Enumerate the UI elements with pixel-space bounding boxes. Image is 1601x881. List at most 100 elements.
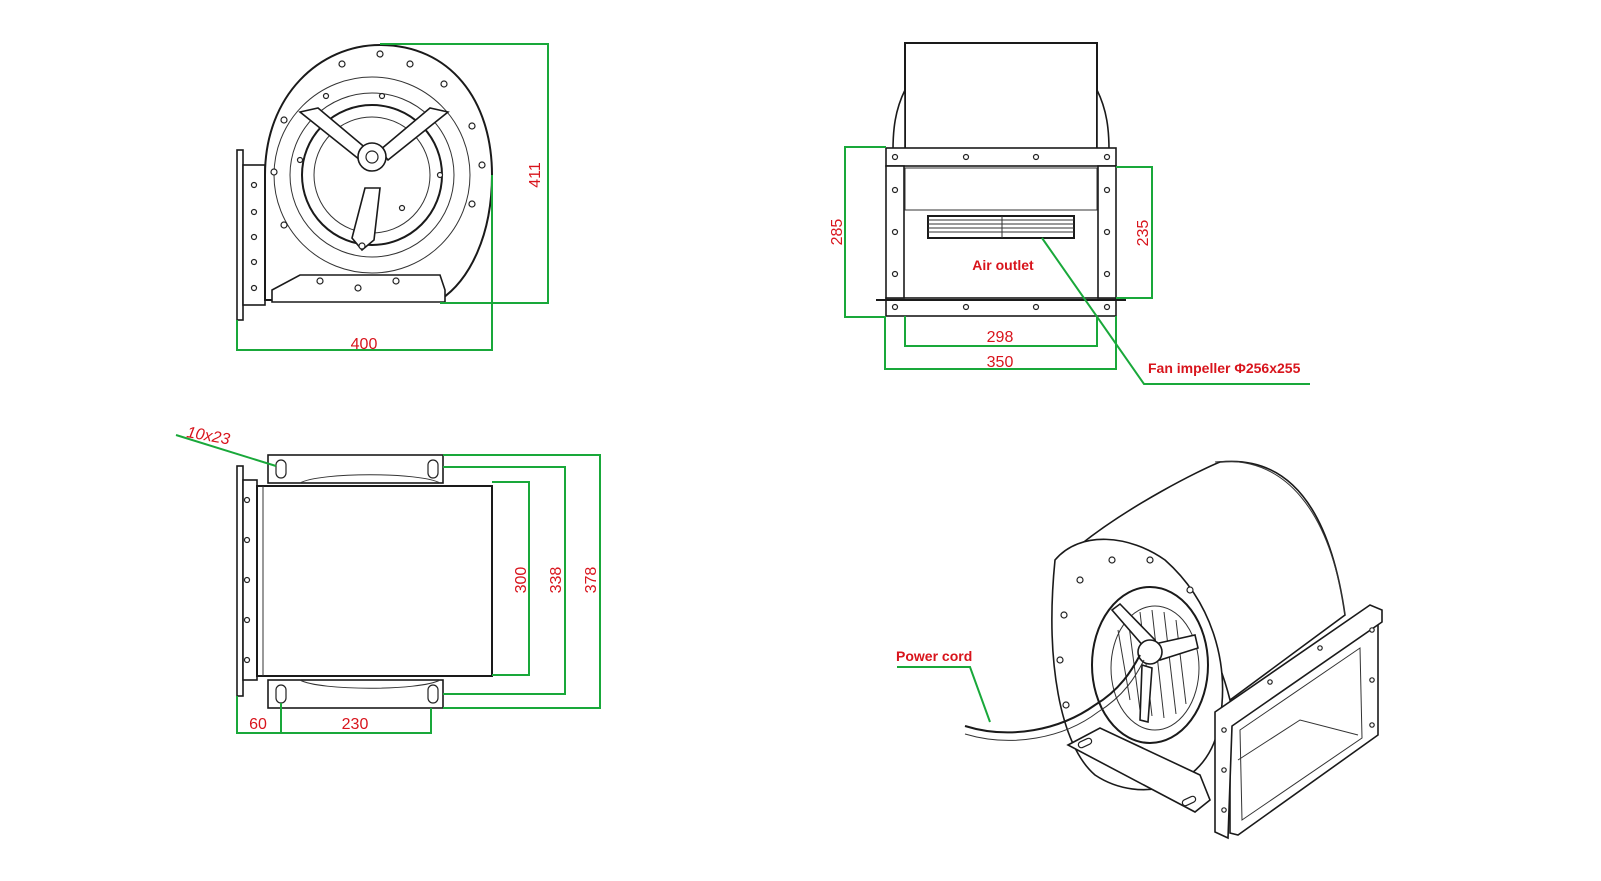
flange-hole — [243, 616, 251, 624]
housing-bolt — [280, 116, 288, 124]
front-view: Air outlet 285 235 298 350 Fan impeller … — [829, 42, 1310, 385]
dim-text-400: 400 — [351, 336, 378, 353]
front-housing-side-right — [1096, 89, 1110, 151]
frame-hole — [891, 303, 899, 311]
iso-frame-hole — [1221, 727, 1227, 733]
flange-hole — [243, 496, 251, 504]
inlet-bolt — [436, 171, 444, 179]
housing-bolt — [280, 221, 288, 229]
dim-text-378: 378 — [583, 567, 600, 594]
dim-line-285 — [844, 146, 886, 318]
iso-plate-hole — [1056, 656, 1064, 664]
dim-line-base — [236, 696, 432, 734]
dim-text-60: 60 — [249, 716, 267, 733]
dim-text-350: 350 — [987, 354, 1014, 371]
inlet-bolt — [378, 92, 386, 100]
slot-leader-line — [175, 434, 277, 467]
dim-line-235 — [1116, 166, 1153, 299]
flange-hole — [250, 181, 258, 189]
frame-hole — [891, 153, 899, 161]
housing-bolt — [406, 60, 414, 68]
top-foot-lower — [267, 679, 444, 709]
inlet-ring-outer — [289, 92, 455, 258]
housing-bolt — [270, 168, 278, 176]
foot-hole — [316, 277, 324, 285]
housing-bolt — [440, 80, 448, 88]
frame-hole — [891, 228, 899, 236]
housing-bolt — [468, 122, 476, 130]
iso-outlet-frame — [1214, 604, 1383, 840]
housing-bolt — [468, 200, 476, 208]
inlet-bolt — [322, 92, 330, 100]
iso-outlet-opening — [1239, 647, 1363, 821]
foot-curve — [299, 474, 441, 484]
frame-hole — [1103, 153, 1111, 161]
iso-frame-hole — [1369, 677, 1375, 683]
frame-hole — [891, 270, 899, 278]
dim-text-300: 300 — [513, 567, 530, 594]
foot-slot — [427, 684, 439, 704]
arm-bolt — [358, 242, 366, 250]
dim-text-230: 230 — [342, 716, 369, 733]
frame-hole — [1103, 303, 1111, 311]
dim-text-298: 298 — [987, 329, 1014, 346]
isometric-view: Power cord — [896, 460, 1383, 840]
slot-label: 10x23 — [185, 424, 231, 448]
side-housing-scroll — [264, 43, 494, 301]
iso-plate-hole — [1062, 701, 1070, 709]
frame-hole — [1103, 270, 1111, 278]
foot-slot — [275, 684, 287, 704]
iso-plate-hole — [1146, 556, 1154, 564]
front-housing-top — [904, 42, 1098, 166]
frame-hole — [1103, 186, 1111, 194]
impeller-blade-lines — [928, 216, 1074, 238]
flange-hole — [243, 656, 251, 664]
iso-frame-hole — [1369, 627, 1375, 633]
iso-frame-hole — [1221, 767, 1227, 773]
foot-hole — [354, 284, 362, 292]
foot-hole — [392, 277, 400, 285]
frame-top-bar — [885, 147, 1117, 167]
spider-arm — [351, 187, 381, 252]
top-foot-upper — [267, 454, 444, 484]
flange-hole — [250, 233, 258, 241]
frame-hole — [1032, 153, 1040, 161]
front-housing-side-left — [892, 89, 906, 151]
motor-shaft — [365, 150, 379, 164]
iso-plate-hole — [1076, 576, 1084, 584]
top-view: 10x23 300 338 378 60 230 — [175, 424, 601, 734]
frame-hole — [962, 153, 970, 161]
inlet-bolt — [296, 156, 304, 164]
dim-text-285: 285 — [829, 219, 846, 246]
iso-base-foot — [1066, 727, 1211, 813]
flange-hole — [250, 284, 258, 292]
inlet-bolt — [398, 204, 406, 212]
dim-line-378 — [443, 454, 601, 709]
top-flange-strip — [236, 465, 244, 697]
flange-hole — [243, 576, 251, 584]
impeller-leader-line — [1041, 237, 1310, 385]
iso-drum-edge — [1214, 460, 1346, 616]
dim-line-411 — [380, 43, 549, 304]
dim-text-338: 338 — [548, 567, 565, 594]
iso-foot-slot — [1181, 795, 1197, 807]
iso-plate-hole — [1060, 611, 1068, 619]
dim-line-300 — [492, 481, 530, 676]
iso-power-cord-edge — [964, 659, 1145, 741]
housing-bolt — [376, 50, 384, 58]
iso-power-cord — [964, 654, 1141, 734]
iso-spider-arm — [1139, 663, 1153, 724]
iso-impeller — [1110, 605, 1200, 731]
dim-text-235: 235 — [1135, 220, 1152, 247]
iso-plate-hole — [1108, 556, 1116, 564]
air-outlet-label: Air outlet — [972, 257, 1034, 273]
frame-hole — [962, 303, 970, 311]
dim-line-298 — [904, 316, 1098, 347]
impeller-blades — [927, 215, 1075, 239]
iso-frame-hole — [1221, 807, 1227, 813]
dim-line-400 — [236, 175, 493, 351]
power-cord-leader-line — [897, 666, 991, 723]
frame-bottom-bar — [885, 297, 1117, 317]
flange-hole — [243, 536, 251, 544]
